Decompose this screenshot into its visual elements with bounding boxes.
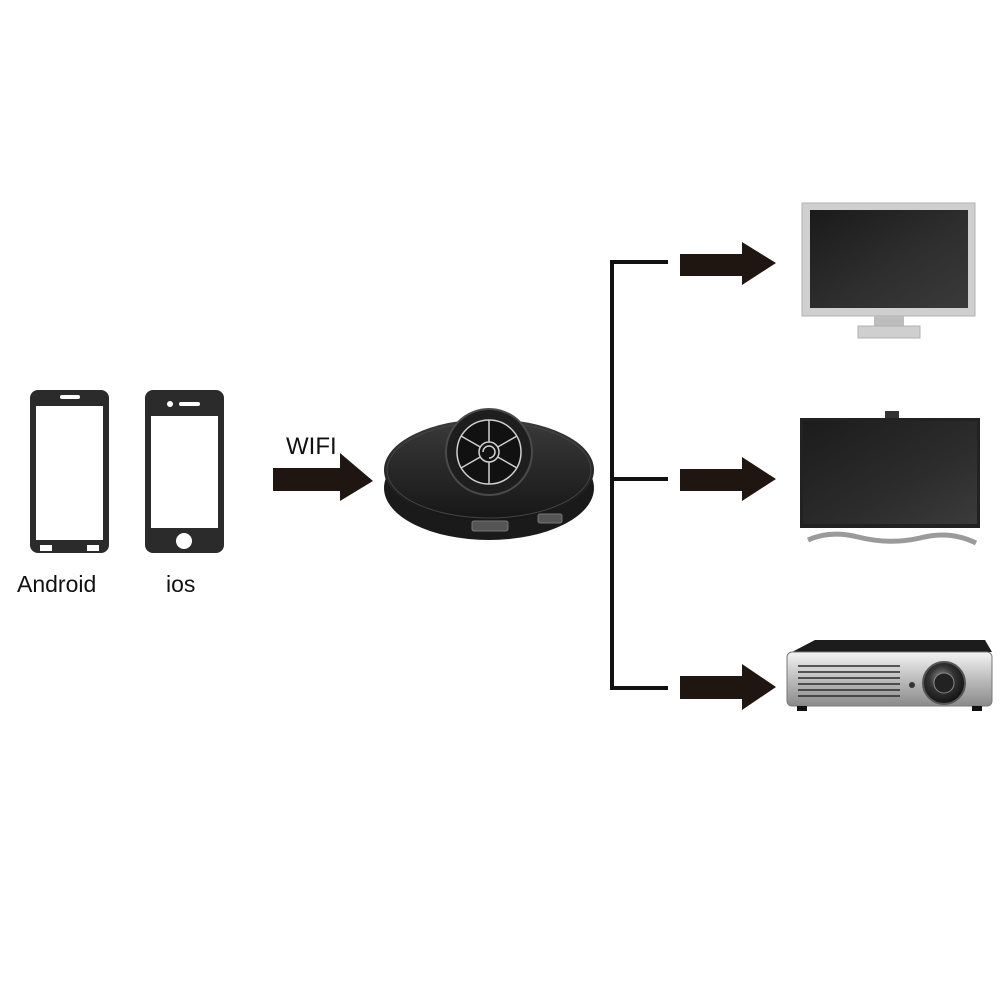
branch-connector xyxy=(610,260,668,690)
label-android: Android xyxy=(17,571,97,597)
iphone-icon xyxy=(145,390,224,553)
arrow-to-monitor xyxy=(680,242,776,285)
label-ios: ios xyxy=(166,571,196,597)
wifi-display-dongle xyxy=(384,408,594,540)
shutter-logo-icon xyxy=(456,419,522,485)
computer-monitor-icon xyxy=(801,202,976,339)
wifi-arrow xyxy=(273,453,373,501)
flat-tv-icon xyxy=(800,411,980,546)
arrow-to-projector xyxy=(680,664,776,710)
arrow-to-tv xyxy=(680,457,776,501)
label-wifi: WIFI xyxy=(286,433,337,460)
projector-icon xyxy=(786,640,993,711)
android-phone-icon xyxy=(30,390,109,553)
